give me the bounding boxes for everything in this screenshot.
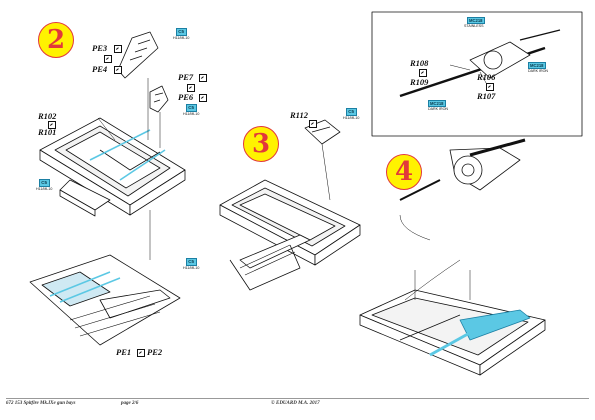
color-name: H11/ML10 — [343, 115, 360, 120]
part-label-pe2: PE2 — [147, 347, 163, 357]
color-reference: C5 H11/ML10 — [343, 108, 359, 120]
step-number: 3 — [251, 129, 271, 159]
step-number: 4 — [394, 157, 414, 187]
color-code: C5 — [38, 179, 50, 187]
detail-inset-frame — [371, 11, 583, 137]
part-label-r106: R106 — [477, 72, 496, 82]
bend-icon — [137, 349, 145, 357]
bend-icon — [114, 66, 122, 74]
bend-icon — [114, 45, 122, 53]
paint-tag: MC218 — [428, 100, 446, 107]
bend-icon — [48, 121, 56, 129]
paint-tag: MC218 — [528, 62, 546, 69]
gun-mount-step4 — [399, 138, 526, 241]
step-2-badge: 2 — [38, 22, 74, 58]
inset-gun-detail — [399, 29, 561, 98]
pe6-part — [149, 85, 169, 113]
gun-bay-assembly-step2 — [39, 117, 186, 217]
part-label-r101: R101 — [38, 127, 57, 137]
part-label-pe6: PE6 — [178, 92, 194, 102]
paint-name: DARK IRON — [428, 107, 448, 111]
paint-tag: MC218 — [467, 17, 485, 24]
step-number: 2 — [46, 25, 66, 55]
part-label-r108: R108 — [410, 58, 429, 68]
color-name: H11/ML10 — [183, 265, 200, 270]
footer-page: page 2/6 — [121, 401, 139, 406]
color-reference: C5 H11/ML10 — [183, 104, 199, 116]
part-label-r112: R112 — [290, 110, 308, 120]
paint-name: STAINLESS — [464, 24, 484, 28]
color-code: C5 — [185, 258, 197, 266]
color-reference: C5 H11/ML10 — [36, 179, 52, 191]
part-label-pe7: PE7 — [178, 72, 194, 82]
color-code: C5 — [345, 108, 357, 116]
step-4-badge: 4 — [386, 154, 422, 190]
part-label-r102: R102 — [38, 111, 57, 121]
part-label-r107: R107 — [477, 91, 496, 101]
paint-name: DARK IRON — [528, 69, 548, 73]
footer-copyright: © EDUARD M.A. 2017 — [271, 401, 320, 406]
part-label-r109: R109 — [410, 77, 429, 87]
gun-bay-assembly-step4 — [359, 259, 546, 376]
pe1-sheet — [29, 254, 181, 346]
color-name: H11/ML10 — [173, 35, 190, 40]
color-reference: C5 H11/ML10 — [183, 258, 199, 270]
color-code: C5 — [175, 28, 187, 36]
part-label-pe3: PE3 — [92, 43, 108, 53]
color-name: H11/ML10 — [36, 186, 53, 191]
bend-icon — [187, 84, 195, 92]
bend-icon — [486, 83, 494, 91]
bend-icon — [104, 55, 112, 63]
step-3-badge: 3 — [243, 126, 279, 162]
color-name: H11/ML10 — [183, 111, 200, 116]
bend-icon — [199, 74, 207, 82]
bend-icon — [199, 94, 207, 102]
part-label-pe4: PE4 — [92, 64, 108, 74]
pe3-part — [117, 31, 159, 79]
bend-icon — [419, 69, 427, 77]
color-code: C5 — [185, 104, 197, 112]
bend-icon — [309, 120, 317, 128]
color-reference: C5 H11/ML10 — [173, 28, 189, 40]
page-footer: 672 153 Spitfire Mk.IXe gun bays page 2/… — [6, 398, 589, 408]
footer-title: 672 153 Spitfire Mk.IXe gun bays — [6, 401, 76, 406]
part-label-pe1: PE1 — [116, 347, 132, 357]
gun-bay-assembly-step3 — [219, 179, 361, 291]
